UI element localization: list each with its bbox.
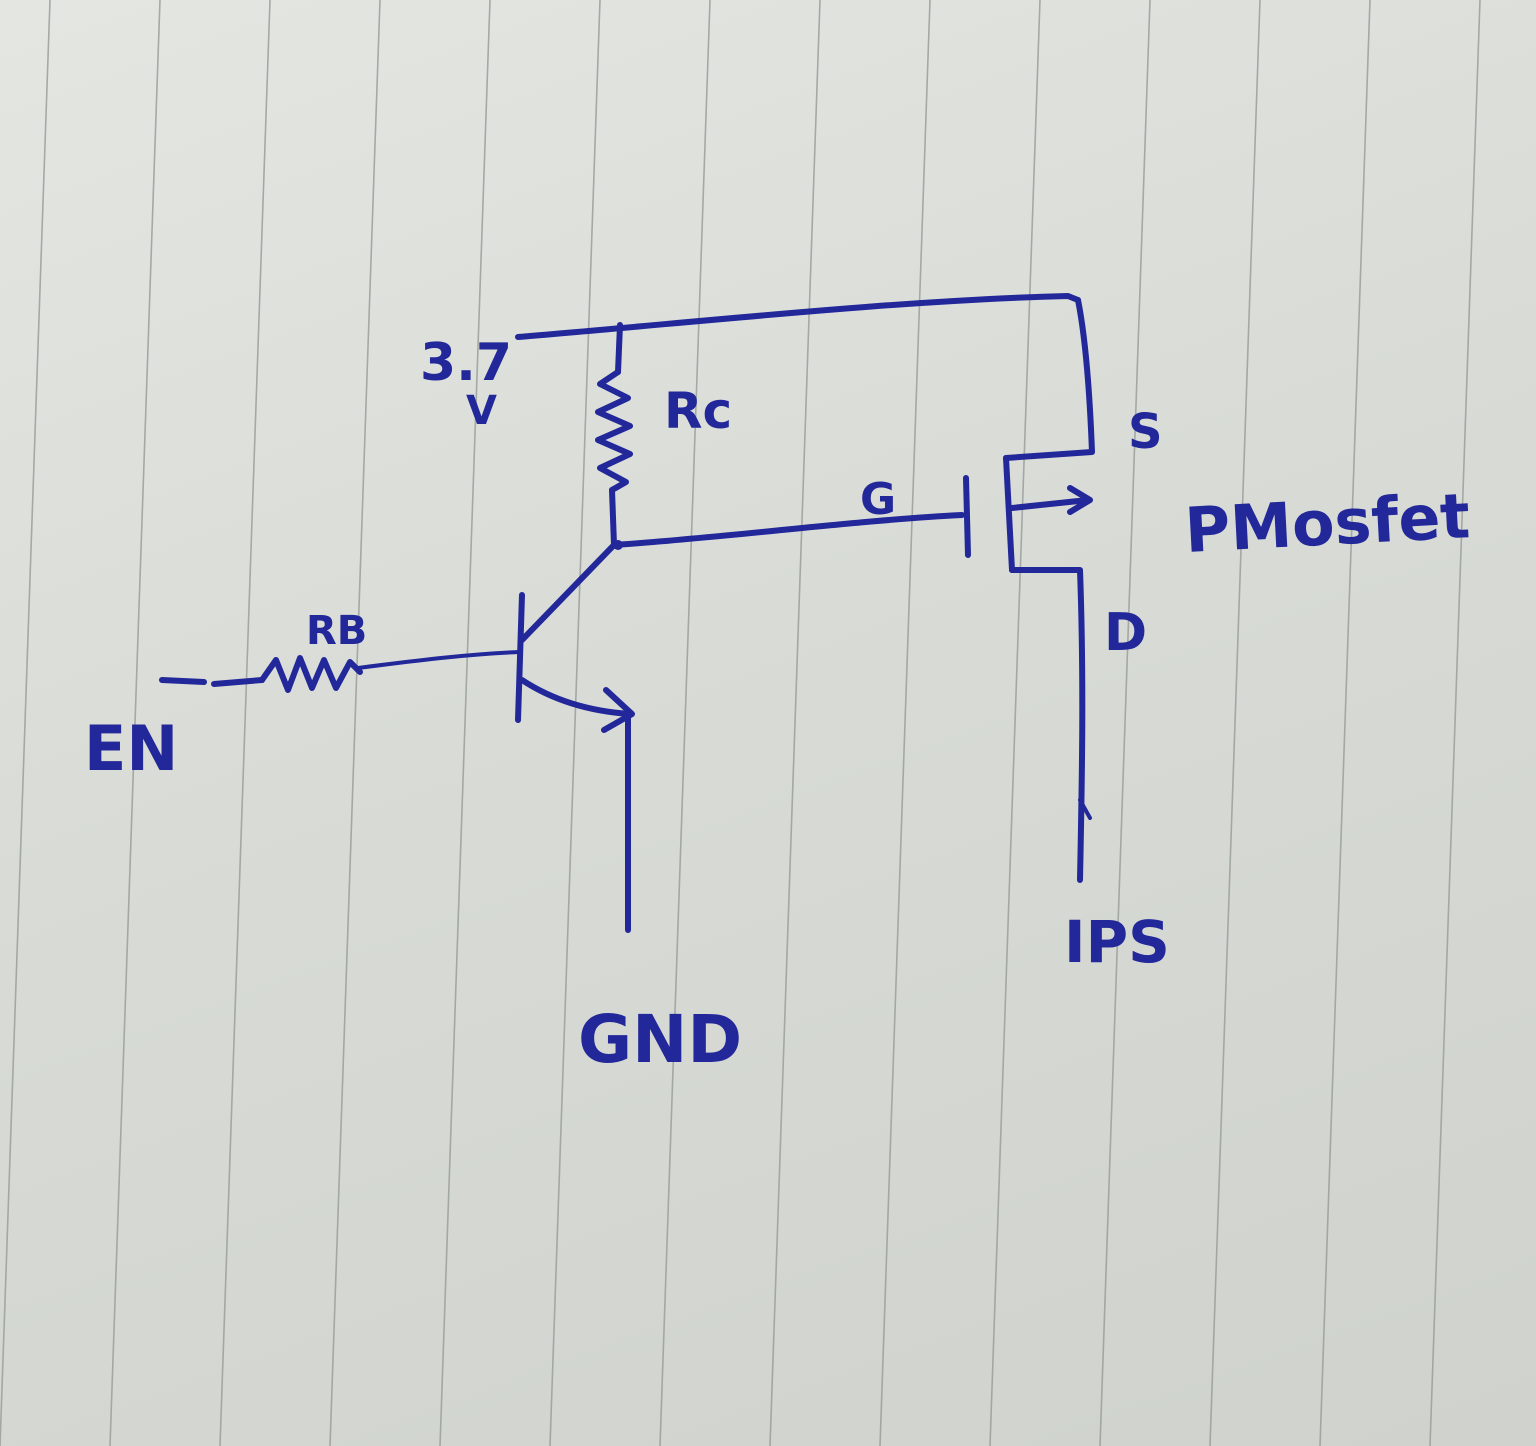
drain-lead-tick <box>1078 798 1092 820</box>
transistor-collector-lead <box>519 542 617 643</box>
notebook-rule-line <box>1209 0 1261 1446</box>
enable-label: EN <box>84 712 178 785</box>
gate-drive-wire <box>611 512 965 548</box>
ground-label: GND <box>578 1001 742 1078</box>
notebook-rule-line <box>0 0 51 1446</box>
supply-rail-wire <box>515 293 1081 340</box>
notebook-rule-line <box>879 0 931 1446</box>
notebook-rule-line <box>439 0 491 1446</box>
collector-resistor-bottom-lead <box>609 487 617 548</box>
notebook-rule-lines <box>0 0 1481 1446</box>
supply-unit-label: V <box>466 388 497 434</box>
notebook-rule-line <box>769 0 821 1446</box>
notebook-rule-line <box>1319 0 1371 1446</box>
collector-resistor-zigzag <box>595 369 633 493</box>
notebook-rule-line <box>1429 0 1481 1446</box>
transistor-base-bar <box>515 592 525 723</box>
source-wire <box>1003 297 1095 461</box>
transistor-emitter-lead <box>519 677 633 717</box>
drain-label: D <box>1104 603 1147 663</box>
notebook-rule-line <box>329 0 381 1446</box>
mosfet-channel <box>1003 455 1015 573</box>
base-resistor-zigzag <box>259 655 363 693</box>
supply-value-label: 3.7 <box>420 333 512 393</box>
device-label: PMosfet <box>1183 479 1472 567</box>
base-wire <box>356 650 522 670</box>
notebook-rule-line <box>219 0 271 1446</box>
collector-resistor-top-lead <box>615 322 623 375</box>
notebook-rule-line <box>109 0 161 1446</box>
notebook-rule-line <box>1099 0 1151 1446</box>
notebook-rule-line <box>989 0 1041 1446</box>
base-resistor-label: RB <box>306 608 367 654</box>
collector-resistor-label: Rc <box>664 382 732 440</box>
source-label: S <box>1128 404 1163 460</box>
notebook-rule-line <box>549 0 601 1446</box>
mosfet-gate-plate <box>963 475 971 558</box>
transistor-emitter-arrow <box>601 687 635 733</box>
notebook-rule-line <box>659 0 711 1446</box>
drain-wire <box>1009 567 1086 883</box>
mosfet-body-arrow <box>1009 485 1093 515</box>
gate-label: G <box>860 474 896 525</box>
output-label: IPS <box>1064 908 1170 976</box>
enable-input-wire <box>159 677 265 687</box>
